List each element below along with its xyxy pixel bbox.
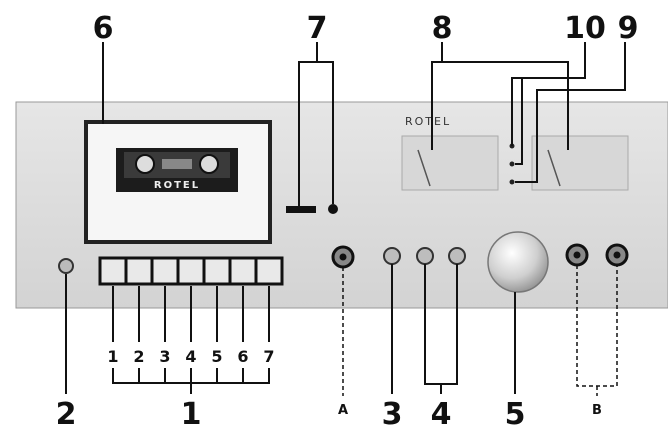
transport-key-1[interactable] [98, 256, 128, 286]
indicator-lamp-2 [509, 161, 515, 167]
callout-5: 5 [505, 397, 526, 429]
meter-left [401, 135, 499, 191]
key-number-4: 4 [185, 347, 196, 366]
key-number-2: 2 [133, 347, 144, 366]
leader-lines [65, 42, 626, 394]
transport-key-6[interactable] [228, 256, 258, 286]
indicator-lamp-3 [509, 179, 515, 185]
meter-left-needle [417, 149, 431, 187]
callout-3: 3 [382, 397, 403, 429]
level-control-knob[interactable] [487, 231, 549, 293]
jack-b-right-hole [613, 251, 621, 259]
callout-8: 8 [432, 11, 453, 46]
control-knob-4b[interactable] [448, 247, 466, 265]
callout-b: B [592, 403, 602, 418]
brand-logo: ROTEL [405, 115, 451, 128]
cassette-reel-right-icon [199, 154, 219, 174]
jack-a-hole [339, 253, 347, 261]
transport-key-4[interactable] [176, 256, 206, 286]
callout-a: A [338, 403, 348, 418]
dolby-lamp [328, 204, 338, 214]
transport-key-2[interactable] [124, 256, 154, 286]
transport-key-7[interactable] [254, 256, 284, 286]
key-number-1: 1 [107, 347, 118, 366]
callout-1: 1 [181, 397, 202, 429]
transport-key-5[interactable] [202, 256, 232, 286]
cassette-brand: ROTEL [154, 180, 200, 191]
jack-b-left-hole [573, 251, 581, 259]
transport-keys [98, 256, 284, 286]
control-knob-3[interactable] [383, 247, 401, 265]
key-number-6: 6 [237, 347, 248, 366]
meter-right [531, 135, 629, 191]
callout-4: 4 [431, 397, 452, 429]
cassette-reel-left-icon [135, 154, 155, 174]
key-number-7: 7 [263, 347, 274, 366]
callout-7-top: 7 [307, 11, 328, 46]
callout-2: 2 [56, 397, 77, 429]
cassette-tape-window [162, 159, 192, 169]
dolby-switch[interactable] [286, 206, 316, 213]
meter-right-needle [547, 149, 561, 187]
transport-key-3[interactable] [150, 256, 180, 286]
control-knob-4a[interactable] [416, 247, 434, 265]
callout-10: 10 [564, 11, 606, 46]
dashed-leader-lines [342, 265, 618, 396]
power-switch[interactable] [58, 258, 74, 274]
callout-6: 6 [93, 11, 114, 46]
callout-9: 9 [618, 11, 639, 46]
key-number-5: 5 [211, 347, 222, 366]
key-number-3: 3 [159, 347, 170, 366]
